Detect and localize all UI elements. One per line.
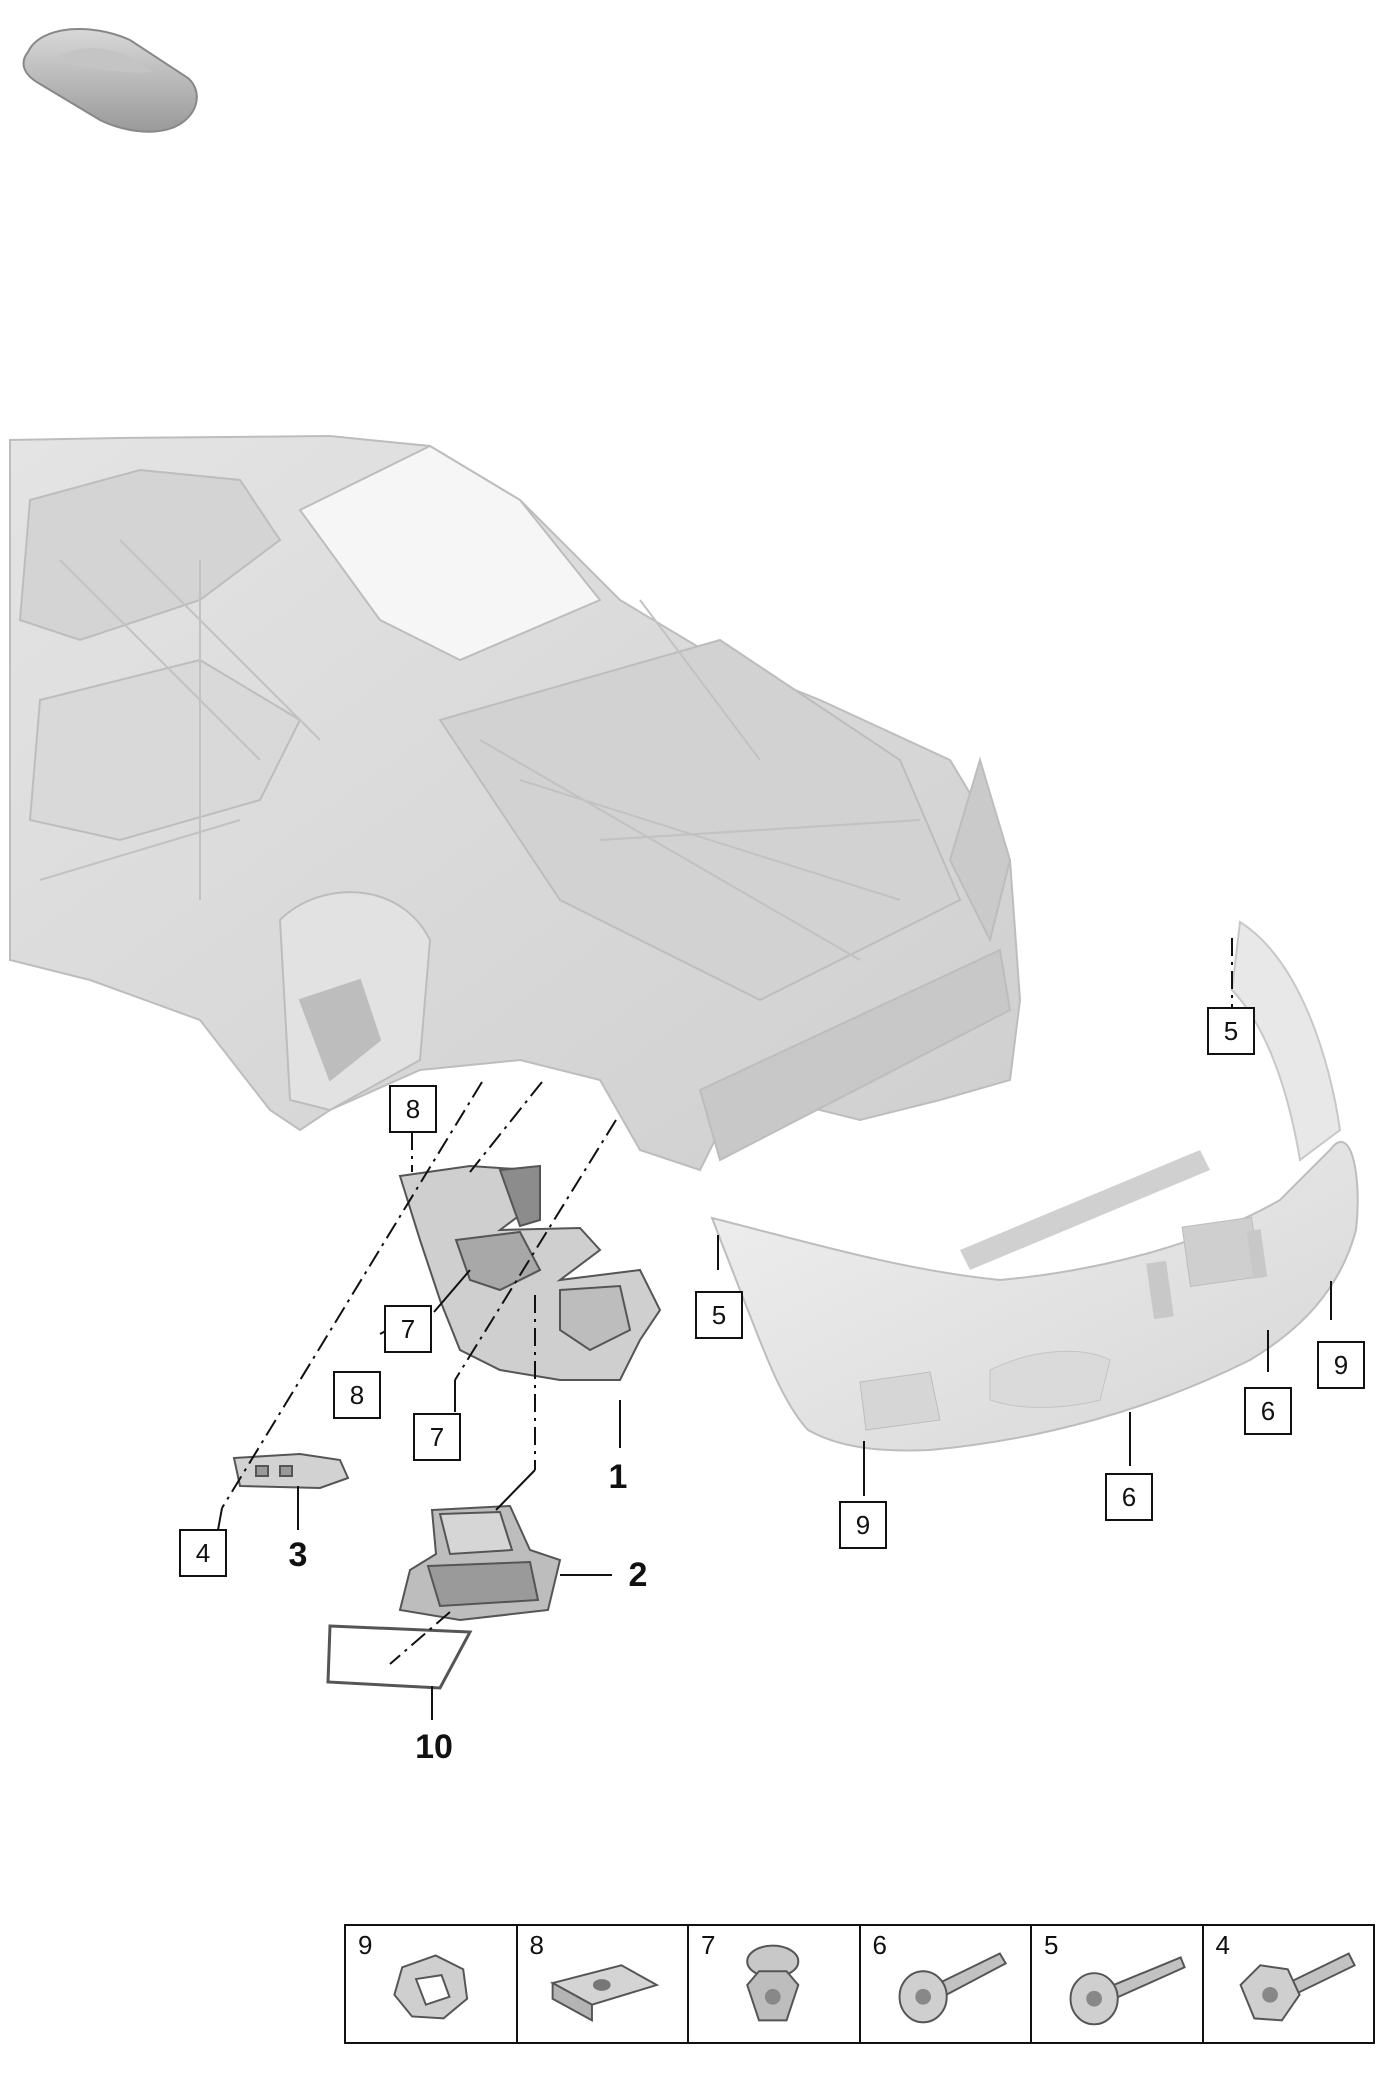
seal-strip-part-10 (326, 1624, 473, 1690)
legend-cell-4: 4 (1204, 1926, 1374, 2042)
legend-num-5: 5 (1044, 1930, 1059, 1960)
callout-7-upper: 7 (384, 1305, 432, 1353)
callout-5-left: 5 (695, 1291, 743, 1339)
callout-8-lower: 8 (333, 1371, 381, 1419)
flange-screw-icon (898, 1952, 1007, 2024)
callout-6-right: 6 (1244, 1387, 1292, 1435)
callout-9-bottom-label: 9 (856, 1510, 870, 1540)
hex-nut-icon (746, 1944, 800, 2022)
trim-frame-part-2 (398, 1504, 562, 1622)
legend-cell-5: 5 (1032, 1926, 1204, 2042)
callout-7-upper-label: 7 (401, 1314, 415, 1344)
car-body-structure (9, 434, 1022, 1172)
callout-7-lower: 7 (413, 1413, 461, 1461)
callout-5-left-label: 5 (712, 1300, 726, 1330)
part-numbers: 1 2 3 10 (289, 1458, 648, 1766)
callout-5-top-label: 5 (1224, 1016, 1238, 1046)
fastener-legend: 9 8 7 6 5 (344, 1924, 1375, 2044)
callout-4-label: 4 (196, 1538, 210, 1568)
callout-6-right-label: 6 (1261, 1396, 1275, 1426)
car-thumbnail-icon (22, 27, 198, 133)
legend-num-8: 8 (529, 1930, 544, 1960)
legend-cell-9: 9 (346, 1926, 518, 2042)
legend-cell-7: 7 (689, 1926, 861, 2042)
callout-8-top-label: 8 (406, 1094, 420, 1124)
rear-bumper-cover (710, 920, 1359, 1452)
collar-screw-icon (1238, 1952, 1356, 2022)
legend-num-4: 4 (1215, 1930, 1230, 1960)
callout-8-lower-label: 8 (350, 1380, 364, 1410)
bracket-part-3 (232, 1452, 350, 1490)
leader-lines (221, 938, 1233, 1665)
callout-8-top: 8 (389, 1085, 437, 1133)
callout-9-right-label: 9 (1334, 1350, 1348, 1380)
clip-icon (393, 1954, 469, 2020)
callout-6-bottom: 6 (1105, 1473, 1153, 1521)
long-screw-icon (1069, 1956, 1186, 2026)
bracket-assembly-part-1 (398, 1164, 662, 1381)
legend-cell-8: 8 (518, 1926, 689, 2042)
callout-4: 4 (179, 1529, 227, 1577)
callout-7-lower-label: 7 (430, 1422, 444, 1452)
callout-6-bottom-label: 6 (1122, 1482, 1136, 1512)
part-number-10: 10 (415, 1728, 453, 1766)
part-number-3: 3 (289, 1536, 308, 1574)
part-number-2: 2 (629, 1556, 648, 1594)
callout-5-top: 5 (1207, 1007, 1255, 1055)
spring-nut-icon (549, 1964, 659, 2023)
callout-9-bottom: 9 (839, 1501, 887, 1549)
body-ribs (39, 539, 921, 961)
legend-num-9: 9 (358, 1930, 373, 1960)
legend-cell-6: 6 (861, 1926, 1032, 2042)
legend-num-6: 6 (872, 1930, 887, 1960)
legend-num-7: 7 (701, 1930, 716, 1960)
part-number-1: 1 (609, 1458, 628, 1496)
callout-9-right: 9 (1317, 1341, 1365, 1389)
